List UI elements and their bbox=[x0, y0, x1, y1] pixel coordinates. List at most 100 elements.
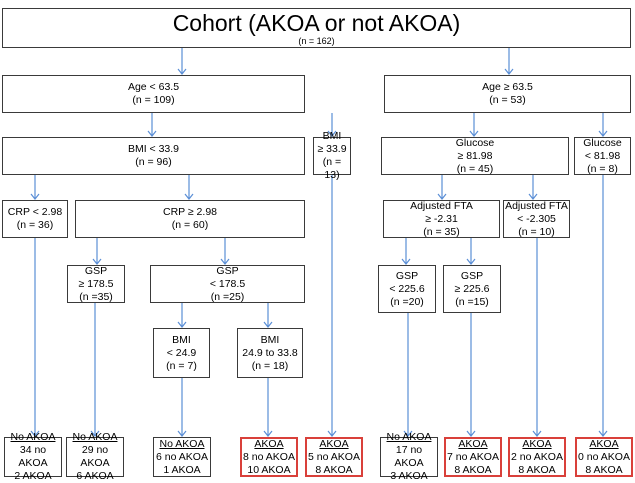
node-glu-lt: Glucose< 81.98(n = 8) bbox=[574, 137, 631, 175]
leaf-count: 2 AKOA bbox=[14, 470, 52, 482]
arrow bbox=[403, 313, 413, 437]
node-line: BMI < 33.9 bbox=[127, 143, 180, 155]
node-line: < 225.6 bbox=[389, 282, 425, 295]
arrow bbox=[90, 303, 100, 437]
arrow bbox=[504, 48, 514, 75]
arrow bbox=[184, 175, 194, 200]
node-line: (n = 18) bbox=[251, 359, 289, 372]
leaf-count: 8 AKOA bbox=[518, 463, 556, 476]
node-glu-ge: Glucose≥ 81.98(n = 45) bbox=[381, 137, 569, 175]
node-line: BMI bbox=[322, 130, 342, 142]
node-line: (n = 13) bbox=[322, 156, 342, 181]
node-line: Age ≥ 63.5 bbox=[482, 81, 533, 93]
node-line: CRP ≥ 2.98 bbox=[162, 206, 217, 218]
node-line: (n = 53) bbox=[489, 94, 526, 106]
node-gsp-ge178: GSP≥ 178.5(n =35) bbox=[67, 265, 125, 303]
node-line: (n =20) bbox=[390, 295, 424, 308]
node-line: ≥ 225.6 bbox=[454, 282, 490, 295]
leaf-count: 8 AKOA bbox=[454, 463, 492, 476]
arrow bbox=[177, 48, 187, 75]
node-line: < 178.5 bbox=[209, 277, 246, 290]
leaf-label: No AKOA bbox=[10, 431, 56, 443]
node-line: (n = 45) bbox=[456, 162, 494, 175]
node-line: ≥ 33.9 bbox=[317, 143, 347, 155]
arrow bbox=[263, 303, 273, 328]
node-line: GSP bbox=[395, 269, 419, 282]
node-line: < 24.9 bbox=[166, 346, 197, 359]
leaf-count: 34 no AKOA bbox=[18, 444, 48, 469]
arrow bbox=[220, 238, 230, 265]
node-line: BMI bbox=[260, 333, 280, 346]
leaf-label: No AKOA bbox=[386, 431, 432, 443]
node-line: (n = 10) bbox=[518, 225, 555, 238]
node-line: (n = 60) bbox=[171, 219, 209, 231]
leaf-count: 8 AKOA bbox=[585, 463, 623, 476]
root-count: (n = 162) bbox=[298, 36, 335, 46]
node-bmi-ge: BMI≥ 33.9(n = 13) bbox=[313, 130, 351, 181]
leaf-label: AKOA bbox=[589, 437, 619, 450]
node-bmi-lt249: BMI< 24.9(n = 7) bbox=[153, 328, 210, 378]
node-fta-ge: Adjusted FTA≥ -2.31(n = 35) bbox=[383, 200, 500, 238]
leaf-count: 1 AKOA bbox=[163, 463, 201, 476]
node-line: GSP bbox=[460, 269, 484, 282]
leaf-count: 0 no AKOA bbox=[578, 450, 630, 463]
node-line: < 81.98 bbox=[584, 149, 621, 162]
arrow bbox=[401, 238, 411, 265]
leaf-count: 8 no AKOA bbox=[243, 450, 295, 463]
node-line: 24.9 to 33.8 bbox=[242, 346, 298, 359]
node-line: ≥ -2.31 bbox=[425, 212, 458, 225]
leaf-label: AKOA bbox=[522, 437, 552, 450]
leaf-count: 2 no AKOA bbox=[511, 450, 563, 463]
arrow bbox=[532, 238, 542, 437]
leaf-label: AKOA bbox=[319, 437, 349, 450]
node-line: (n = 109) bbox=[132, 94, 175, 106]
node-line: Age < 63.5 bbox=[127, 81, 180, 93]
arrow bbox=[466, 238, 476, 265]
arrow bbox=[177, 378, 187, 437]
node-line: Glucose bbox=[455, 136, 495, 149]
node-line: (n = 7) bbox=[166, 359, 197, 372]
leaf-count: 6 AKOA bbox=[76, 470, 114, 482]
node-line: (n =25) bbox=[210, 290, 245, 303]
node-line: ≥ 81.98 bbox=[457, 149, 493, 162]
arrow bbox=[147, 113, 157, 137]
leaf-count: 3 AKOA bbox=[390, 470, 428, 482]
node-line: Glucose bbox=[583, 136, 622, 149]
node-line: (n = 35) bbox=[423, 225, 460, 238]
leaf-count: 29 no AKOA bbox=[80, 444, 110, 469]
node-line: (n =35) bbox=[79, 290, 113, 303]
node-age-ge: Age ≥ 63.5(n = 53) bbox=[384, 75, 631, 113]
arrow bbox=[30, 238, 40, 437]
root-title: Cohort (AKOA or not AKOA) bbox=[172, 10, 461, 36]
leaf-count: 5 no AKOA bbox=[308, 450, 360, 463]
node-gsp-ge225: GSP≥ 225.6(n =15) bbox=[443, 265, 501, 313]
leaf-count: 7 no AKOA bbox=[447, 450, 499, 463]
node-crp-lt: CRP < 2.98(n = 36) bbox=[2, 200, 68, 238]
node-gsp-lt178: GSP< 178.5(n =25) bbox=[150, 265, 305, 303]
leaf-count: 10 AKOA bbox=[247, 463, 291, 476]
node-line: (n = 96) bbox=[135, 156, 172, 168]
node-line: (n =15) bbox=[455, 295, 489, 308]
root-node: Cohort (AKOA or not AKOA) (n = 162) bbox=[2, 8, 631, 48]
node-age-lt: Age < 63.5(n = 109) bbox=[2, 75, 305, 113]
leaf-label: No AKOA bbox=[159, 437, 205, 450]
arrow bbox=[177, 303, 187, 328]
arrow bbox=[327, 175, 337, 437]
arrow bbox=[30, 175, 40, 200]
node-line: (n = 36) bbox=[16, 219, 54, 231]
arrow bbox=[528, 175, 538, 200]
leaf-count: 17 no AKOA bbox=[394, 444, 424, 469]
node-crp-ge: CRP ≥ 2.98(n = 60) bbox=[75, 200, 305, 238]
leaf-label: AKOA bbox=[458, 437, 488, 450]
